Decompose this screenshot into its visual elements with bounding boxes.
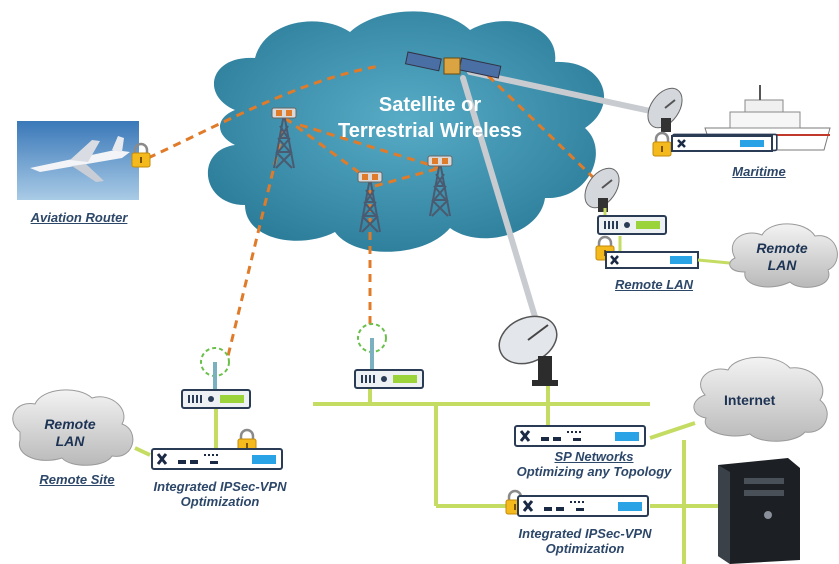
satellite-icon: [404, 51, 502, 79]
satellite-cloud: [207, 11, 605, 252]
ipsec-left-line2: Optimization: [180, 494, 260, 509]
ipsec-right-label: Integrated IPSec-VPN Optimization: [500, 526, 670, 556]
router-icon: [150, 447, 284, 471]
wireless-bridge-icon: [597, 215, 667, 235]
padlock-icon: [651, 131, 673, 158]
wireless-links: [147, 64, 602, 357]
remote-lan-right-line1: Remote: [756, 240, 808, 256]
lan-lines: [134, 385, 720, 564]
maritime-label: Maritime: [732, 164, 786, 179]
internet-cloud-text: Internet: [724, 392, 776, 408]
satellite-beams: [460, 69, 658, 353]
aviation-router-label: Aviation Router: [30, 210, 128, 225]
remote-site-label: Remote Site: [39, 472, 115, 487]
router-icon: [513, 424, 647, 448]
remote-lan-left-line2: LAN: [55, 433, 85, 449]
wireless-bridge-icon: [181, 389, 251, 409]
padlock-icon: [130, 142, 152, 169]
ipsec-left-line1: Integrated IPSec-VPN: [153, 479, 287, 494]
sp-networks-subtitle: Optimizing any Topology: [516, 464, 672, 479]
cloud-title-line2: Terrestrial Wireless: [338, 120, 522, 142]
airplane-icon: [17, 121, 139, 200]
ipsec-right-line2: Optimization: [545, 541, 625, 556]
remote-lan-right-line2: LAN: [767, 257, 797, 273]
remote-lan-cloud-right: [729, 223, 838, 288]
remote-lan-cloud-left: [12, 389, 134, 466]
satellite-dish-icon: [498, 315, 558, 386]
cloud-title-line1: Satellite or: [378, 94, 482, 116]
ipsec-left-label: Integrated IPSec-VPN Optimization: [135, 479, 305, 509]
sp-networks-title: SP Networks: [554, 449, 634, 464]
cloud-title: Satellite or Terrestrial Wireless: [338, 94, 522, 142]
server-tower-icon: [718, 458, 800, 564]
router-icon: [605, 251, 699, 269]
remote-lan-cloud-left-text: Remote LAN: [30, 416, 110, 450]
internet-cloud: [693, 356, 828, 442]
sp-networks-label: SP Networks Optimizing any Topology: [508, 449, 680, 479]
ipsec-right-line1: Integrated IPSec-VPN: [518, 526, 652, 541]
wireless-bridge-icon: [354, 369, 424, 389]
remote-lan-cloud-right-text: Remote LAN: [742, 240, 822, 274]
remote-lan-left-line1: Remote: [44, 416, 96, 432]
remote-lan-label: Remote LAN: [614, 277, 693, 292]
maritime-router: [671, 135, 773, 152]
router-icon: [516, 494, 650, 518]
